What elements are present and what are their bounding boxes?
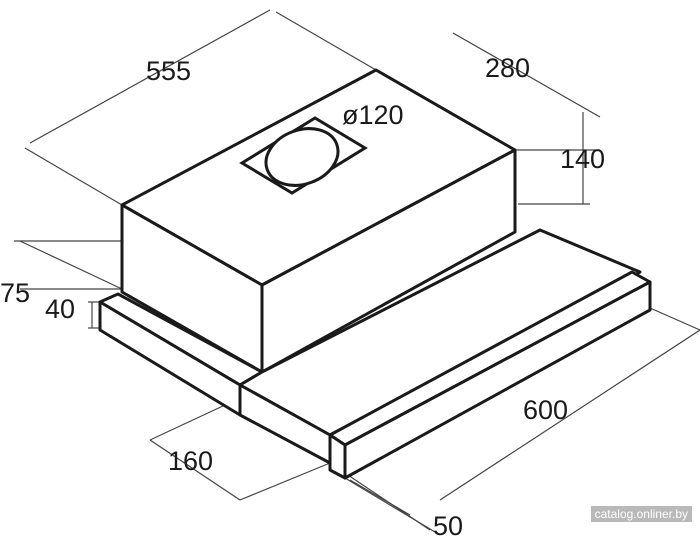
watermark: catalog.onliner.by [590, 506, 692, 522]
dimension-lines [14, 9, 700, 536]
duct-outlet [239, 116, 368, 195]
dim-rear-offset: 75 [0, 278, 30, 308]
visor-face [343, 280, 652, 480]
dim-slide-depth: 160 [168, 446, 213, 476]
dim-front-height: 40 [45, 294, 75, 324]
dim-width-top: 555 [146, 56, 191, 86]
dim-visor-depth: 50 [433, 511, 463, 539]
hood-body [98, 68, 652, 480]
dim-depth-top: 280 [485, 53, 530, 83]
dim-duct-diameter: ø120 [342, 100, 404, 130]
dim-total-width: 600 [523, 395, 568, 425]
hood-right-face [260, 148, 517, 374]
dim-body-height: 140 [560, 144, 605, 174]
duct-ring [264, 127, 340, 187]
